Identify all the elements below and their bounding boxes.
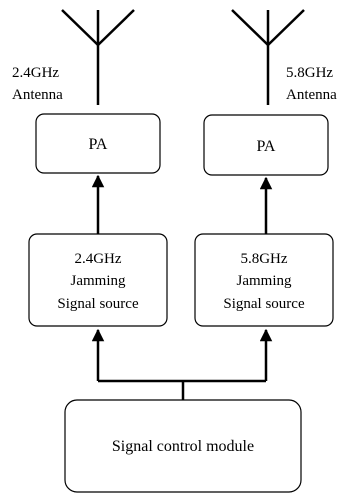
antenna-2-4ghz-icon [61,9,135,105]
pa-box-2-4ghz [35,113,161,174]
signal-control-module-box [64,399,302,493]
antenna-label-2-4ghz-line2: Antenna [12,87,63,103]
source-2-4ghz-line1: 2.4GHz [74,251,121,267]
pa-label-2-4ghz: PA [89,136,108,153]
antenna-5-8ghz-icon [231,9,305,105]
pa-box-5-8ghz [203,114,329,176]
source-5-8ghz-line3: Signal source [223,296,305,312]
source-2-4ghz-line2: Jamming [71,273,126,289]
antenna-label-2-4ghz-line1: 2.4GHz [12,65,59,81]
source-5-8ghz-line2: Jamming [237,273,292,289]
source-5-8ghz-line1: 5.8GHz [240,251,287,267]
pa-label-5-8ghz: PA [257,138,276,155]
control-connector [98,379,266,400]
signal-control-module-label: Signal control module [112,438,254,455]
antenna-label-5-8ghz-line2: Antenna [286,87,337,103]
signal-source-box-5-8ghz [194,233,334,327]
source-2-4ghz-line3: Signal source [57,296,139,312]
antenna-label-5-8ghz-line1: 5.8GHz [286,65,333,81]
signal-source-box-2-4ghz [28,233,168,327]
